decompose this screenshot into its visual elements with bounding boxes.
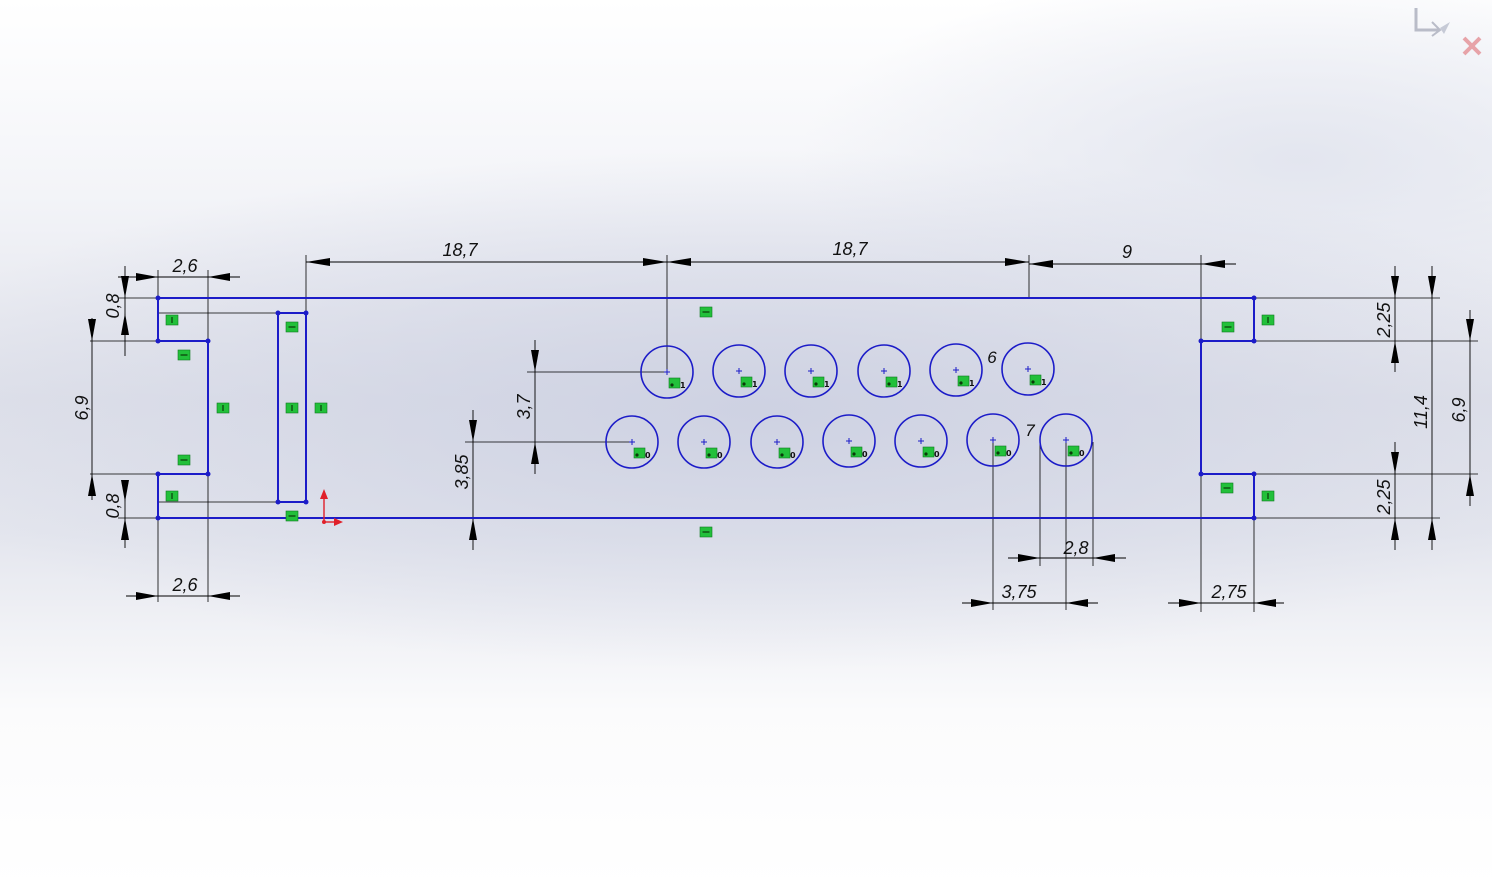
hole: [894, 414, 948, 468]
hole: [966, 413, 1020, 467]
dim-bottom-left-width: 2,6: [171, 575, 198, 595]
hole-relation-tag: 0: [850, 446, 868, 459]
dimension-lines: [88, 258, 1474, 607]
dim-span-2: 18,7: [832, 239, 868, 259]
hole: [712, 344, 766, 398]
hole: [1039, 413, 1093, 467]
hole-relation-tag-label: 0: [645, 451, 651, 460]
hole-relation-tag: 1: [740, 376, 758, 389]
hole-relation-tag: 1: [885, 376, 903, 389]
hole: [677, 415, 731, 469]
confirmation-corner-accept-icon[interactable]: [1414, 8, 1450, 37]
hole-relation-tag: 0: [922, 446, 940, 459]
hole-relation-tag-label: 0: [934, 450, 940, 459]
dim-right-slot-height: 6,9: [1449, 397, 1469, 422]
dim-right-bottom-height: 2,25: [1374, 479, 1394, 516]
dim-right-notch-width: 2,75: [1210, 582, 1247, 602]
hole-relation-tag-label: 0: [862, 450, 868, 459]
hole-relation-tag-label: 1: [1041, 378, 1047, 387]
hole-relation-tag: 0: [633, 447, 651, 460]
hole-relation-tag: 1: [1029, 374, 1047, 387]
hole-relation-tag-label: 0: [1006, 449, 1012, 458]
confirmation-corner-cancel-icon[interactable]: [1462, 36, 1482, 56]
hole-count-label-top: 6: [987, 348, 997, 367]
dim-top-left-width: 2,6: [171, 256, 198, 276]
hole-relation-tag-label: 0: [717, 451, 723, 460]
dim-span-3: 9: [1122, 242, 1132, 262]
hole-relation-tag: 0: [1067, 445, 1085, 458]
dim-row-offset: 3,85: [452, 454, 472, 490]
sketch-origin-icon: [320, 489, 343, 526]
hole: [640, 345, 694, 399]
hole-centers: 1 1 1 1 1 1 0 0 0 0 0 0 0: [629, 366, 1085, 460]
hole-row-top[interactable]: [640, 342, 1055, 399]
hole-relation-tag: 0: [994, 445, 1012, 458]
inner-slot-rect: [277, 312, 307, 503]
hole-relation-tag-label: 1: [752, 380, 758, 389]
hole: [784, 344, 838, 398]
hole-relation-tag-label: 0: [1079, 449, 1085, 458]
dim-bottom-left-height: 0,8: [103, 493, 123, 518]
hole-relation-tag: 0: [778, 447, 796, 460]
hole-relation-tag-label: 1: [824, 380, 830, 389]
sketch-points: [155, 295, 1257, 521]
dim-left-slot-height: 6,9: [72, 395, 92, 420]
hole: [605, 415, 659, 469]
hole: [929, 343, 983, 397]
hole-relation-tag: 0: [705, 447, 723, 460]
hole-relation-tag: 1: [957, 375, 975, 388]
dim-span-1: 18,7: [442, 240, 478, 260]
hole-relation-tag-label: 1: [680, 381, 686, 390]
dim-overall-height: 11,4: [1411, 395, 1431, 429]
hole-relation-tag-label: 0: [790, 451, 796, 460]
dim-hole-offset: 3,75: [1001, 582, 1037, 602]
dimension-texts[interactable]: 2,6 2,6 0,8 6,9 0,8 18,7 18,7 9 3,7 3,85…: [72, 239, 1469, 602]
dim-top-left-height: 0,8: [103, 293, 123, 318]
hole-count-label-bottom: 7: [1025, 421, 1035, 440]
hole-row-bottom[interactable]: [605, 413, 1093, 469]
hole-relation-tag: 1: [812, 376, 830, 389]
extension-lines: [90, 255, 1478, 612]
hole-relation-tag: 1: [668, 377, 686, 390]
dim-hole-pitch: 2,8: [1062, 538, 1088, 558]
hole-relation-tag-label: 1: [897, 380, 903, 389]
confirmation-corner[interactable]: [1410, 4, 1490, 64]
hole: [750, 415, 804, 469]
hole: [822, 414, 876, 468]
hole-relation-tag-label: 1: [969, 379, 975, 388]
dim-row-spacing: 3,7: [514, 394, 534, 420]
hole: [857, 344, 911, 398]
hole: [1001, 342, 1055, 396]
dim-right-top-height: 2,25: [1374, 302, 1394, 339]
